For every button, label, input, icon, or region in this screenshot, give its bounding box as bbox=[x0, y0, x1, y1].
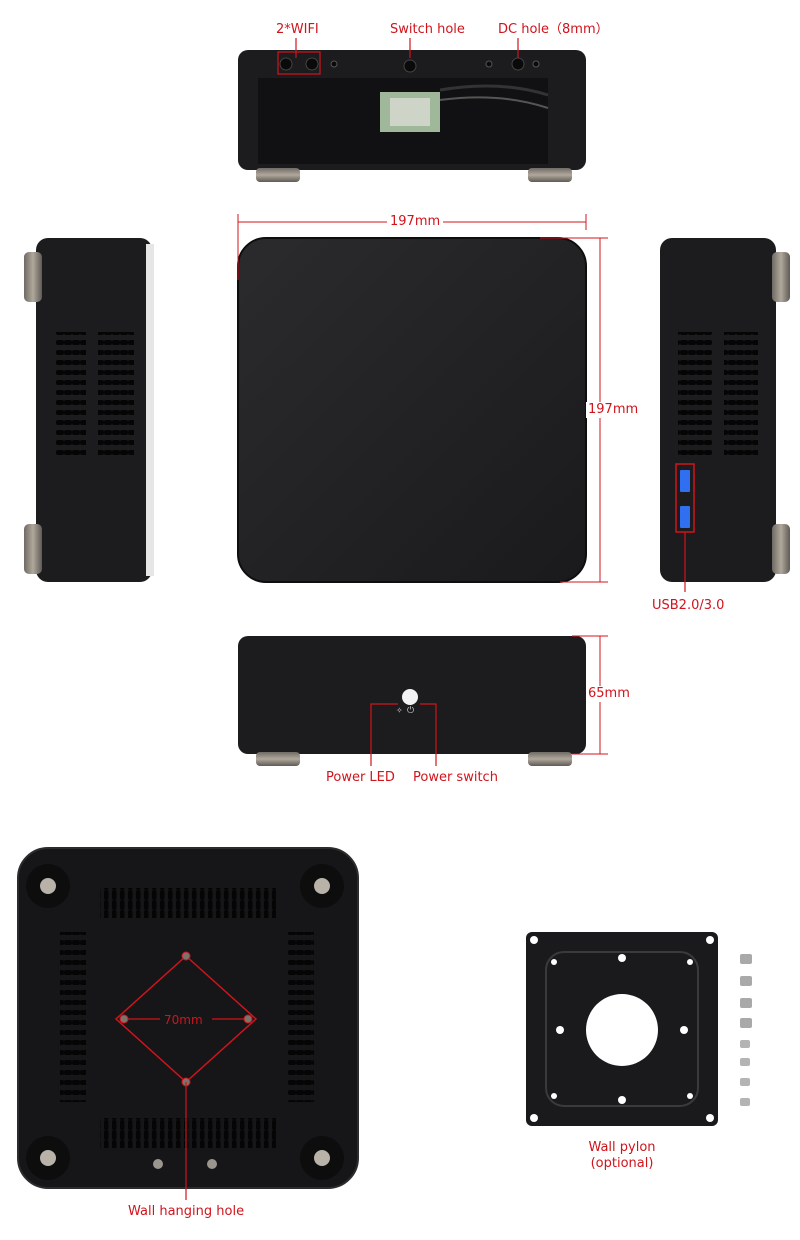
label-wall-pylon-line2: (optional) bbox=[590, 1156, 654, 1171]
front-view bbox=[238, 635, 608, 766]
side-foot-bottom-right bbox=[772, 524, 790, 574]
label-switch-hole: Switch hole bbox=[390, 22, 465, 37]
screws bbox=[740, 954, 752, 1106]
vent-slots-left-b bbox=[98, 332, 134, 458]
switch-hole bbox=[403, 59, 417, 73]
label-power-switch: Power switch bbox=[413, 770, 498, 785]
bottom-vent-bottom bbox=[100, 1118, 276, 1148]
bottom-vent-top bbox=[100, 888, 276, 918]
power-button bbox=[402, 689, 418, 705]
label-wall-pylon-line1: Wall pylon bbox=[588, 1140, 656, 1155]
vent-slots-right-b bbox=[724, 332, 758, 458]
label-power-led: Power LED bbox=[326, 770, 395, 785]
side-foot-top-right bbox=[772, 252, 790, 302]
label-vesa: 70mm bbox=[164, 1013, 203, 1027]
usb-port-1 bbox=[680, 470, 690, 492]
label-depth: 197mm bbox=[586, 402, 641, 418]
bottom-vent-right bbox=[288, 932, 314, 1102]
label-dc-hole: DC hole（8mm） bbox=[498, 22, 609, 37]
label-usb: USB2.0/3.0 bbox=[652, 598, 725, 613]
wifi-antenna-hole-2 bbox=[305, 57, 319, 71]
bottom-view bbox=[17, 847, 359, 1200]
bottom-vent-left bbox=[60, 932, 86, 1102]
label-width: 197mm bbox=[387, 214, 444, 230]
power-icon: ⏻ bbox=[407, 706, 415, 716]
side-foot-top bbox=[24, 252, 42, 302]
label-height: 65mm bbox=[586, 686, 632, 702]
top-panel bbox=[238, 238, 586, 582]
right-side-view bbox=[660, 238, 790, 592]
light-bulb-icon: ✧ bbox=[396, 706, 403, 715]
wifi-antenna-hole-1 bbox=[279, 57, 293, 71]
top-view bbox=[237, 214, 608, 583]
rear-foot-left bbox=[256, 168, 300, 182]
front-foot-right bbox=[528, 752, 572, 766]
usb-port-2 bbox=[680, 506, 690, 528]
rear-view bbox=[238, 38, 586, 182]
side-foot-bottom bbox=[24, 524, 42, 574]
left-side-view bbox=[24, 238, 154, 582]
label-wifi: 2*WIFI bbox=[276, 22, 319, 37]
label-wall-hanging-hole: Wall hanging hole bbox=[128, 1204, 245, 1219]
label-wall-pylon: Wall pylon (optional) bbox=[572, 1140, 672, 1172]
front-foot-left bbox=[256, 752, 300, 766]
vent-slots-right-a bbox=[678, 332, 712, 458]
wall-pylon bbox=[526, 932, 718, 1126]
pylon-center-hole bbox=[586, 994, 658, 1066]
vent-slots-left-a bbox=[56, 332, 86, 458]
dc-hole bbox=[511, 57, 525, 71]
rear-foot-right bbox=[528, 168, 572, 182]
